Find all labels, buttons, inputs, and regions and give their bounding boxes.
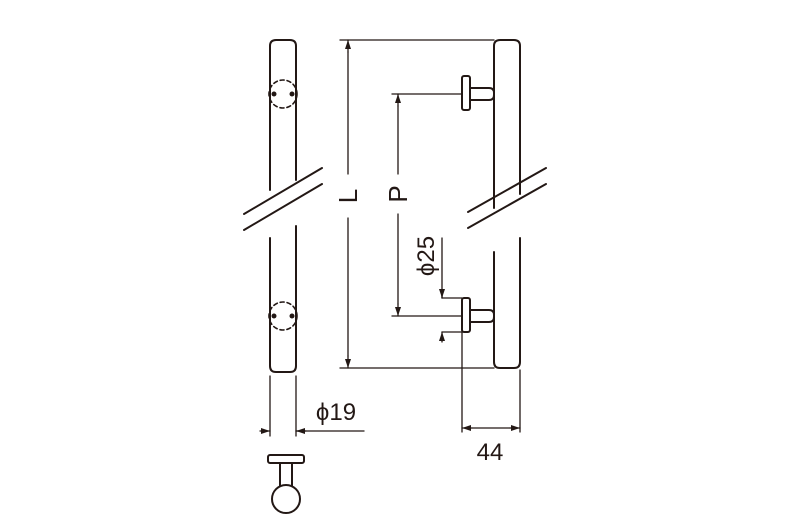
side-view [461,39,547,369]
side-break-line-1 [467,167,547,213]
front-break-line-1 [243,167,323,215]
front-post-upper [268,79,298,109]
side-bar-lower [493,237,521,369]
side-break-line-2 [467,183,547,229]
pitch-dimension [391,93,463,317]
front-screw-lower-right [289,313,295,319]
bar-diameter-dimension [259,375,365,437]
front-bar-lower [269,225,297,373]
mount-bar-section [271,484,301,514]
front-screw-upper-left [271,91,277,97]
post-diameter-dimension [439,237,463,343]
side-post-upper [461,75,495,111]
side-bar-upper [493,39,521,209]
overall-length-dimension [339,39,495,369]
post-diameter-label: ϕ25 [413,236,440,276]
front-screw-upper-right [289,91,295,97]
mount-view [267,454,305,514]
front-bar-upper [269,39,297,191]
front-break-line-2 [243,183,323,231]
bar-diameter-label: ϕ19 [316,399,356,426]
projection-dimension [461,331,521,433]
projection-label: 44 [477,439,504,466]
mount-base-plate [267,454,305,464]
front-screw-lower-left [271,313,277,319]
front-post-lower [268,301,298,331]
front-view [243,39,323,373]
pitch-label: P [383,185,413,202]
side-post-lower [461,297,495,333]
length-label: L [333,189,363,203]
